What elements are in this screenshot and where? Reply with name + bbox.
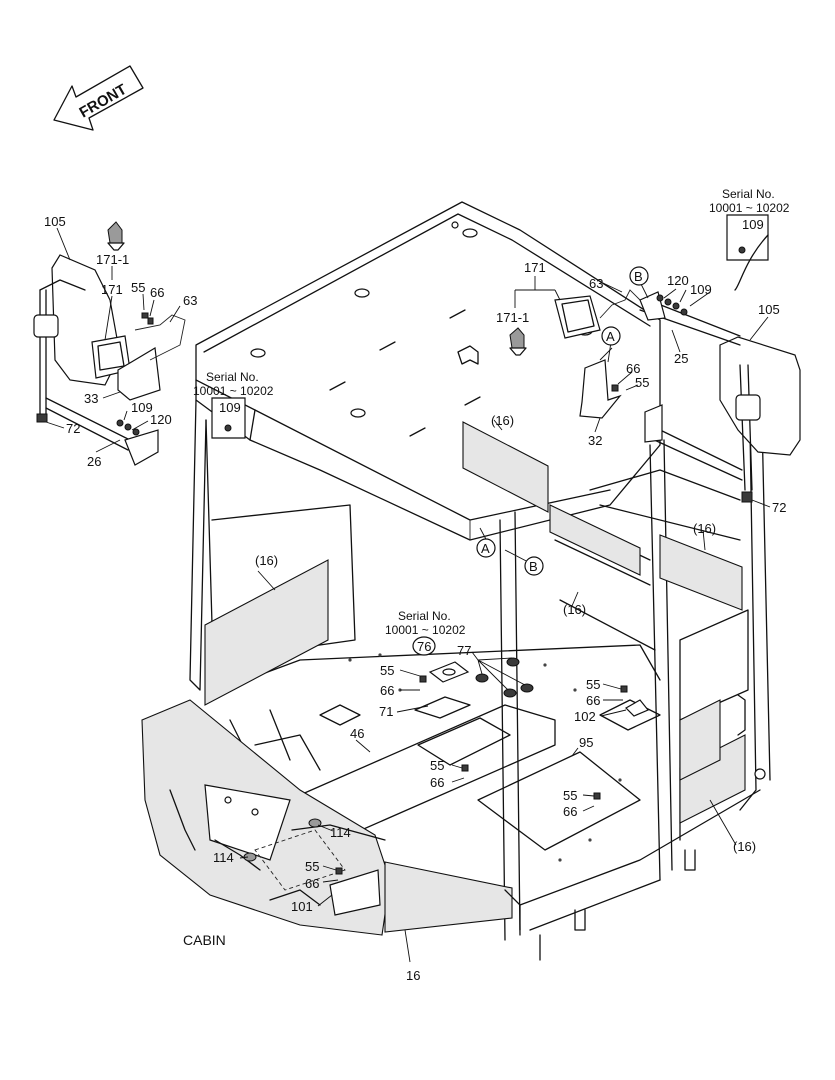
callout-16-lower-right: (16) xyxy=(733,839,756,854)
mount-76-oval xyxy=(412,636,436,656)
serial-heading-right: Serial No. xyxy=(722,187,775,201)
callout-171-1-right: 171-1 xyxy=(496,310,529,325)
callout-77: 77 xyxy=(457,643,471,658)
side-panel-top xyxy=(462,421,549,513)
ref-b-body-label: B xyxy=(529,559,538,574)
leader-lines xyxy=(45,227,771,963)
ref-b-top xyxy=(629,266,649,286)
callout-72-left: 72 xyxy=(66,421,80,436)
right-bulb-171-1 xyxy=(509,327,525,349)
right-work-light-171 xyxy=(554,295,601,339)
side-panel-lower-right-2 xyxy=(679,699,721,781)
callout-171-left: 171 xyxy=(101,282,123,297)
side-panel-mid xyxy=(549,504,641,576)
callout-66-f: 66 xyxy=(586,693,600,708)
callout-95: 95 xyxy=(579,735,593,750)
diagram-title: CABIN xyxy=(183,932,226,948)
callout-55-c: 55 xyxy=(380,663,394,678)
side-panel-right xyxy=(659,534,743,611)
left-bulb-171-1 xyxy=(107,221,123,244)
right-mirror-105 xyxy=(719,336,801,456)
callout-101: 101 xyxy=(291,899,313,914)
callout-71: 71 xyxy=(379,704,393,719)
callout-72-right: 72 xyxy=(772,500,786,515)
callout-109-right: 109 xyxy=(690,282,712,297)
callout-66-d: 66 xyxy=(430,775,444,790)
serial-heading-left: Serial No. xyxy=(206,370,259,384)
serial-notes: Serial No. 10001 ~ 10202 Serial No. 1000… xyxy=(193,187,790,637)
serial-heading-floor: Serial No. xyxy=(398,609,451,623)
ref-a-body-label: A xyxy=(481,541,490,556)
callout-105-left: 105 xyxy=(44,214,66,229)
callout-109-left: 109 xyxy=(131,400,153,415)
callout-55-f: 55 xyxy=(586,677,600,692)
callout-33: 33 xyxy=(84,391,98,406)
callout-66-b: 66 xyxy=(626,361,640,376)
callout-16-left: (16) xyxy=(255,553,278,568)
front-direction-arrow: FRONT xyxy=(53,65,144,131)
callout-55-g: 55 xyxy=(305,859,319,874)
serial-range-right: 10001 ~ 10202 xyxy=(709,201,790,215)
callout-66-a: 66 xyxy=(150,285,164,300)
callout-120-left: 120 xyxy=(150,412,172,427)
cabin-body xyxy=(141,201,771,961)
callout-109-box-left: 109 xyxy=(219,400,241,415)
callout-66-e: 66 xyxy=(563,804,577,819)
ref-a-top-label: A xyxy=(606,329,615,344)
callout-46: 46 xyxy=(350,726,364,741)
front-glass-panel xyxy=(384,861,513,933)
callout-25: 25 xyxy=(674,351,688,366)
callout-114-a: 114 xyxy=(330,825,351,840)
callout-120-right: 120 xyxy=(667,273,689,288)
callout-16-mid: (16) xyxy=(563,602,586,617)
right-mirror-assembly xyxy=(509,214,801,503)
ref-b-top-label: B xyxy=(634,269,643,284)
callout-63-left: 63 xyxy=(183,293,197,308)
ref-b-body xyxy=(524,556,544,576)
callout-114-b: 114 xyxy=(213,850,234,865)
callout-16-top: (16) xyxy=(491,413,514,428)
callout-16-front: 16 xyxy=(406,968,420,983)
callout-32: 32 xyxy=(588,433,602,448)
callout-55-b: 55 xyxy=(635,375,649,390)
callout-26: 26 xyxy=(87,454,101,469)
callout-102: 102 xyxy=(574,709,596,724)
side-panel-lower-right xyxy=(679,734,746,824)
callout-66-g: 66 xyxy=(305,876,319,891)
part-callouts: 105 171-1 171 55 66 63 33 109 120 72 26 … xyxy=(44,214,786,983)
plate-101 xyxy=(329,869,381,916)
callout-66-c: 66 xyxy=(380,683,394,698)
callout-171-right: 171 xyxy=(524,260,546,275)
reference-markers: A A B B xyxy=(412,266,649,656)
ref-a-body xyxy=(476,538,496,558)
left-mirror-assembly xyxy=(33,221,246,466)
callout-55-e: 55 xyxy=(563,788,577,803)
serial-range-floor: 10001 ~ 10202 xyxy=(385,623,466,637)
callout-63-right: 63 xyxy=(589,276,603,291)
callout-55-d: 55 xyxy=(430,758,444,773)
callout-55-a: 55 xyxy=(131,280,145,295)
serial-range-left: 10001 ~ 10202 xyxy=(193,384,274,398)
front-label: FRONT xyxy=(77,81,130,122)
side-panel-left xyxy=(204,559,329,706)
callout-76: 76 xyxy=(417,639,431,654)
ref-a-top xyxy=(601,326,621,346)
callout-171-1-left: 171-1 xyxy=(96,252,129,267)
callout-16-right: (16) xyxy=(693,521,716,536)
callout-109-box-right: 109 xyxy=(742,217,764,232)
callout-105-right: 105 xyxy=(758,302,780,317)
